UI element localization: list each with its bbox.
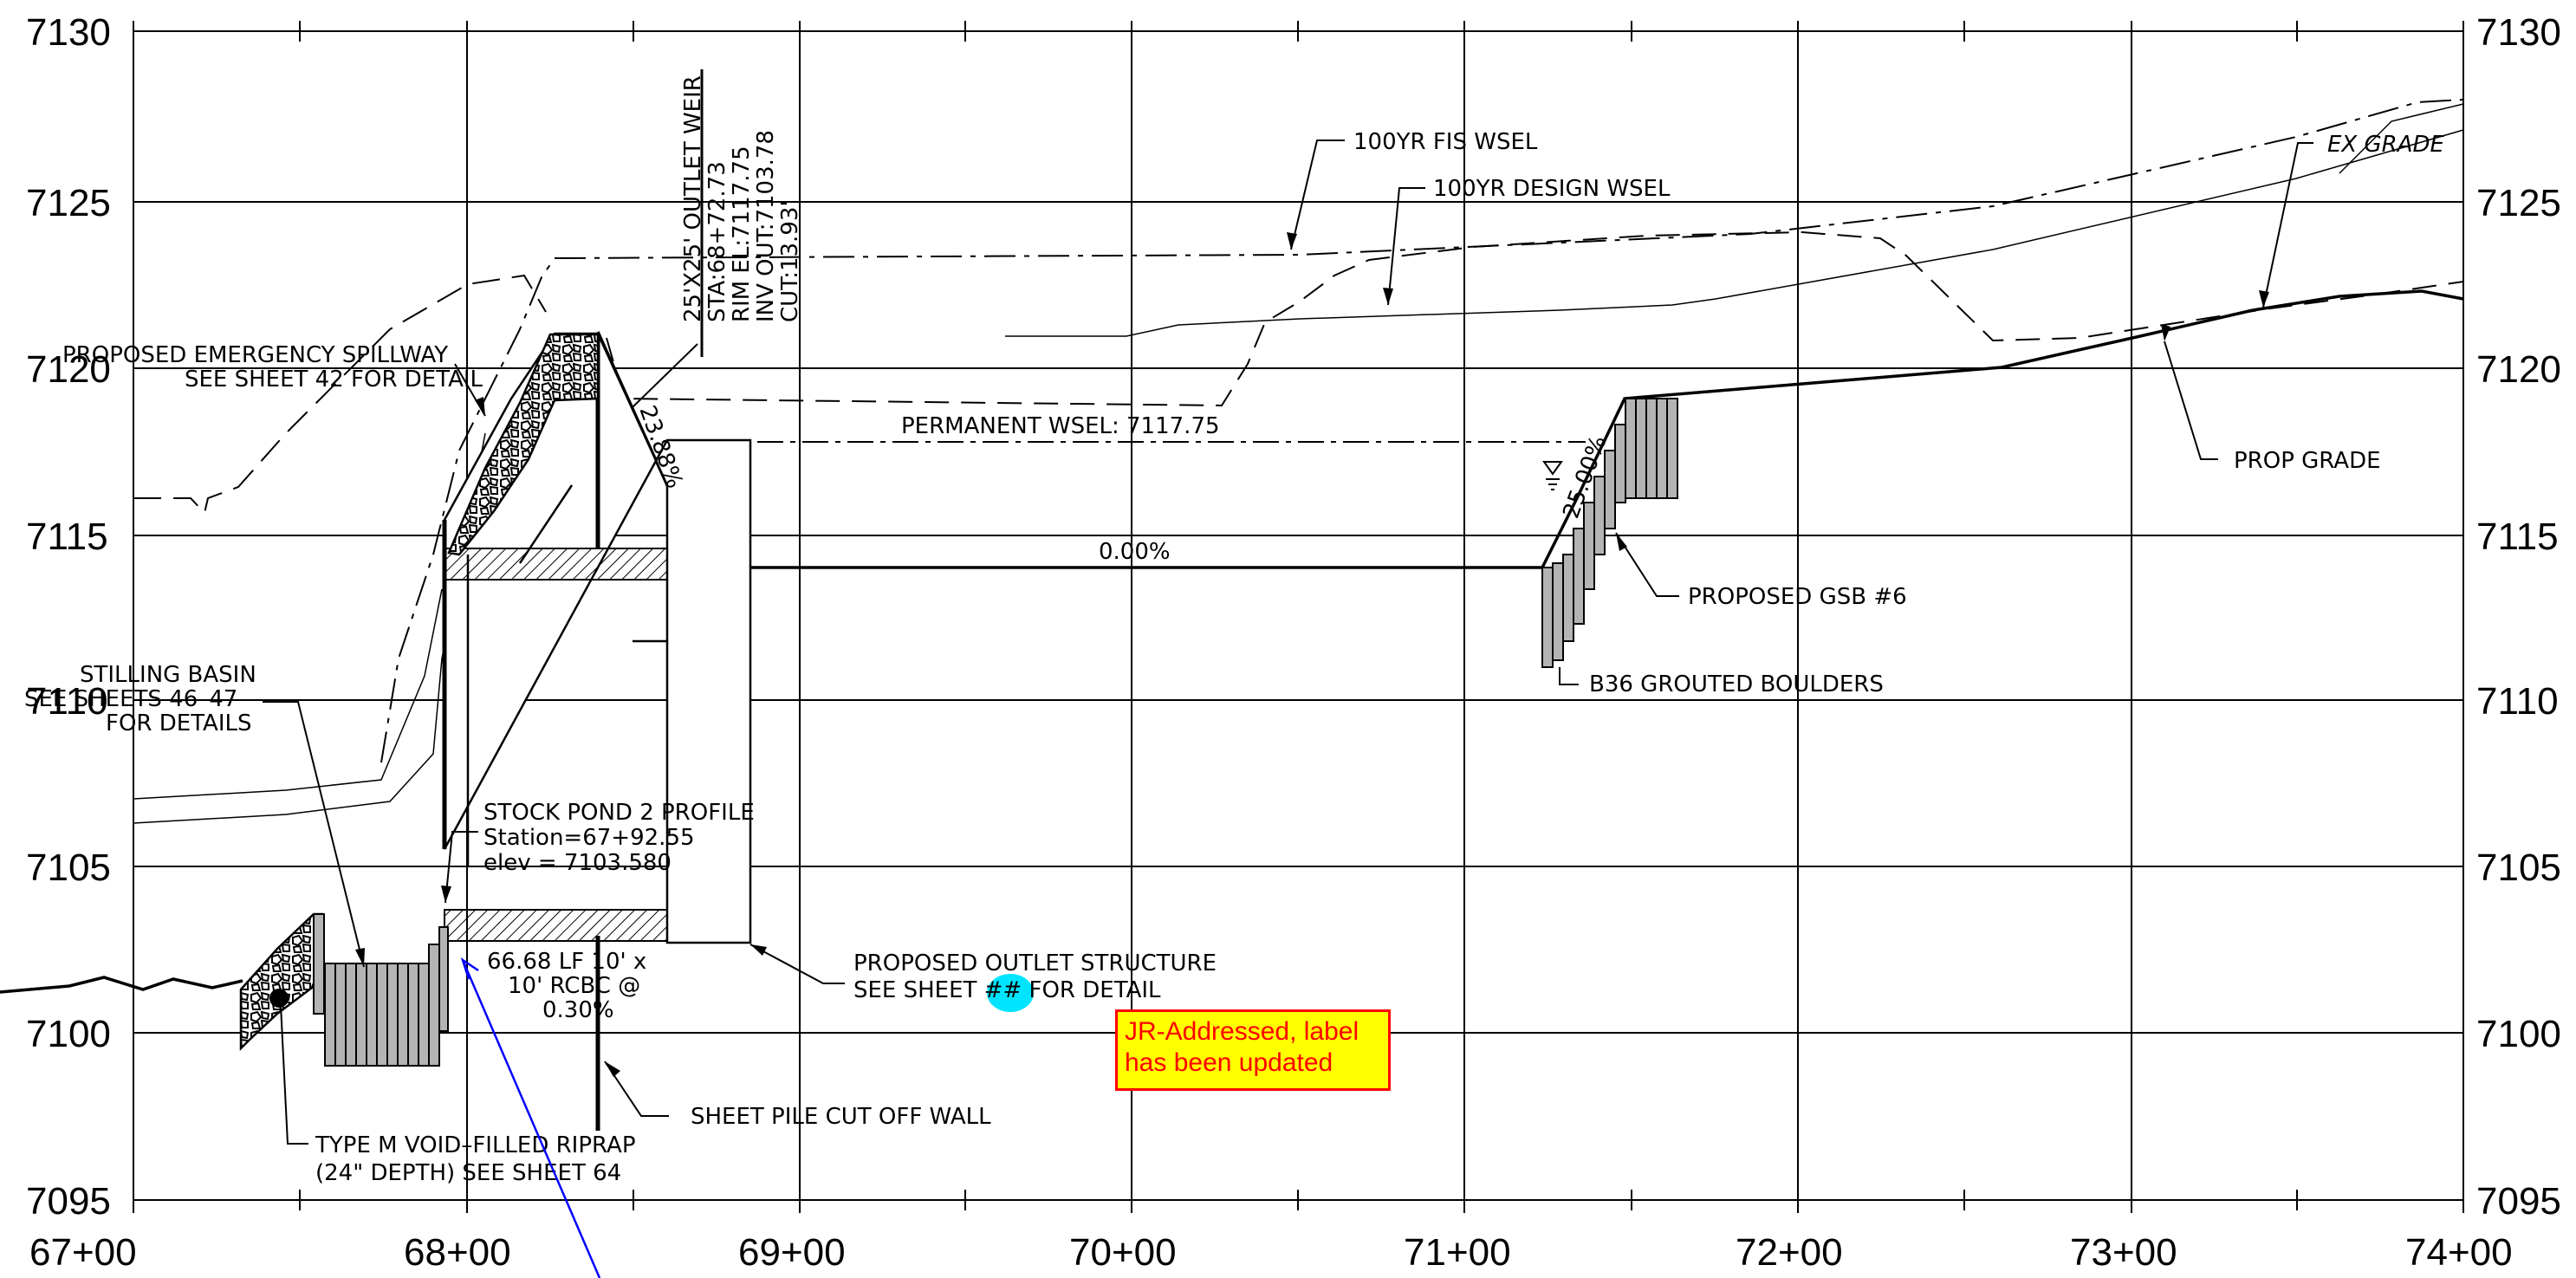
ex-grade-left	[133, 274, 547, 516]
elev-label: 7115	[26, 516, 108, 558]
grid-ticks	[299, 21, 2298, 1210]
gsb-boulders	[1541, 398, 1678, 668]
elev-label: 7110	[26, 680, 108, 723]
stilling-boulders	[313, 913, 449, 1067]
stilling-basin-label: SEE SHEETS 46–47	[24, 686, 237, 712]
outlet-structure-label: SEE SHEET ## FOR DETAIL	[853, 977, 1161, 1003]
weir-label: CUT:13.93'	[777, 200, 803, 322]
elev-label: 7110	[2476, 680, 2559, 723]
station-axis: 67+00 68+00 69+00 70+00 71+00 72+00 73+0…	[29, 1231, 2513, 1274]
station-label: 71+00	[1404, 1231, 1511, 1274]
fis-wsel-label: 100YR FIS WSEL	[1353, 129, 1538, 155]
leaders	[263, 69, 2313, 1145]
elev-label: 7095	[2476, 1180, 2561, 1223]
rcbc-label: 0.30%	[542, 997, 614, 1023]
rcbc-label: 66.68 LF 10' x	[487, 949, 646, 975]
design-wsel-line	[606, 230, 2464, 407]
permanent-wsel-label: PERMANENT WSEL: 7117.75	[901, 413, 1220, 439]
elev-label: 7125	[2476, 182, 2561, 224]
rcbc-label: 10' RCBC @	[508, 973, 640, 999]
elev-label: 7130	[2476, 11, 2561, 54]
elev-label: 7120	[26, 348, 111, 391]
elev-label: 7130	[26, 11, 111, 54]
review-comment[interactable]: JR-Addressed, label has been updated	[1115, 1009, 1391, 1091]
stock-pond-label: elev = 7103.580	[483, 850, 672, 876]
rcbc-slab	[444, 909, 668, 942]
elevation-axis-right: 7130 7125 7120 7115 7110 7105 7100 7095	[2476, 11, 2561, 1223]
station-label: 67+00	[29, 1231, 137, 1274]
elev-label: 7100	[26, 1013, 111, 1055]
spillway-label: SEE SHEET 42 FOR DETAIL	[185, 367, 483, 392]
riprap-label: TYPE M VOID–FILLED RIPRAP	[315, 1132, 636, 1158]
comment-line: has been updated	[1125, 1048, 1333, 1077]
elev-label: 7105	[26, 847, 111, 889]
channel-slope-label: 0.00%	[1099, 539, 1171, 565]
station-label: 69+00	[738, 1231, 846, 1274]
weir-label: INV OUT:7103.78	[753, 130, 779, 322]
station-label: 73+00	[2070, 1231, 2177, 1274]
weir-label: 25'X25' OUTLET WEIR	[680, 75, 706, 322]
elev-label: 7125	[26, 182, 111, 224]
prop-grade-label: PROP GRADE	[2234, 448, 2381, 474]
leader-arrowheads	[355, 232, 2269, 1077]
riprap-dot-icon	[269, 989, 289, 1008]
outlet-structure-label: PROPOSED OUTLET STRUCTURE	[853, 950, 1217, 976]
highlight-mark	[987, 974, 1034, 1012]
station-label: 72+00	[1736, 1231, 1843, 1274]
weir-label: RIM EL:7117.75	[729, 146, 755, 322]
stilling-basin-label: STILLING BASIN	[80, 662, 256, 688]
weir-label: STA:68+72.73	[704, 161, 730, 322]
elevation-axis-left: 7130 7125 7120 7115 7110 7105 7100 7095	[26, 11, 111, 1223]
water-surface-icon	[1542, 461, 1563, 490]
gsb-label: PROPOSED GSB #6	[1688, 584, 1907, 610]
stock-pond-label: STOCK POND 2 PROFILE	[483, 800, 755, 826]
spillway-riprap	[447, 333, 600, 556]
weir-slab-upper	[444, 548, 668, 581]
stock-pond-label: Station=67+92.55	[483, 825, 695, 851]
station-label: 70+00	[1069, 1231, 1177, 1274]
ex-grade-label: EX GRADE	[2327, 132, 2445, 158]
markup-arrow	[460, 957, 601, 1278]
elev-label: 7105	[2476, 847, 2561, 889]
boulders-label: B36 GROUTED BOULDERS	[1589, 671, 1884, 697]
stilling-basin-label: FOR DETAILS	[106, 710, 252, 736]
design-wsel-label: 100YR DESIGN WSEL	[1433, 176, 1671, 202]
prop-grade-line	[0, 289, 2464, 994]
spillway-label: PROPOSED EMERGENCY SPILLWAY	[62, 342, 448, 368]
grid	[133, 21, 2464, 1213]
riprap-label: (24" DEPTH) SEE SHEET 64	[315, 1160, 621, 1186]
elev-label: 7095	[26, 1180, 111, 1223]
station-label: 68+00	[404, 1231, 511, 1274]
elev-label: 7100	[2476, 1013, 2561, 1055]
comment-line: JR-Addressed, label	[1125, 1017, 1359, 1046]
elev-label: 7115	[2476, 516, 2559, 558]
outlet-weir-label: 25'X25' OUTLET WEIR STA:68+72.73 RIM EL:…	[680, 75, 803, 322]
fis-wsel-line	[380, 99, 2464, 763]
sheet-pile-label: SHEET PILE CUT OFF WALL	[691, 1104, 991, 1130]
elev-label: 7120	[2476, 348, 2561, 391]
station-label: 74+00	[2405, 1231, 2513, 1274]
